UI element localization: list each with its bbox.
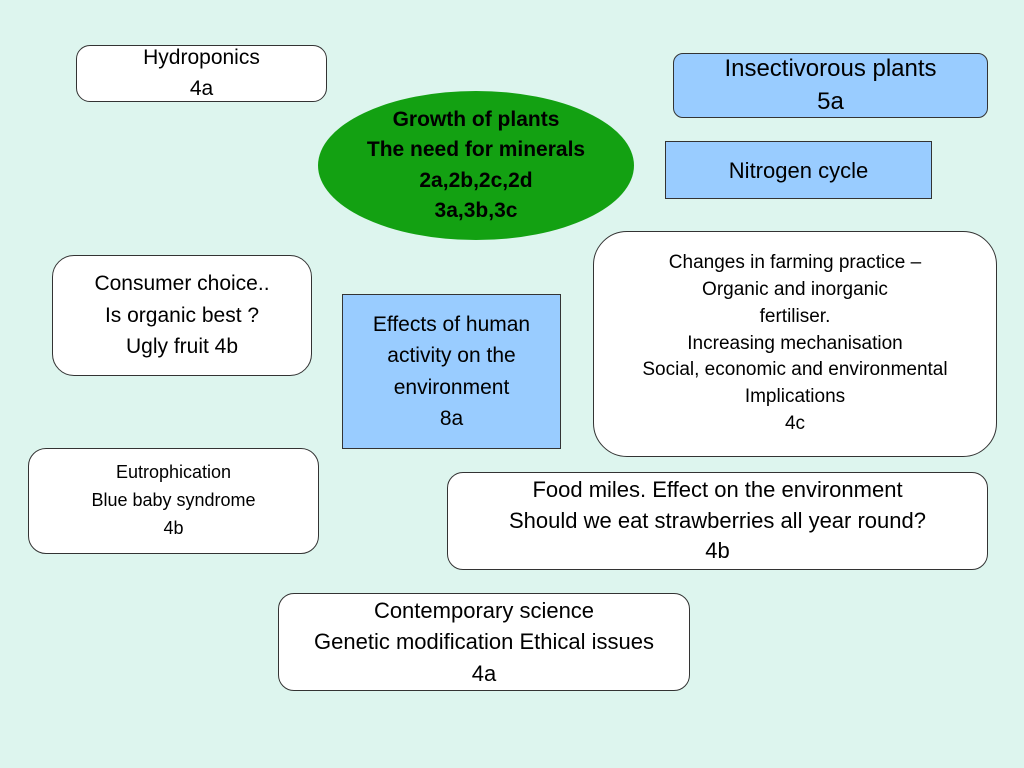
node-farming-line-2: Organic and inorganic: [702, 278, 888, 300]
central-node-line-3: 2a,2b,2c,2d: [419, 168, 533, 192]
node-insectivorous-line-2: 5a: [817, 87, 844, 115]
node-effects-line-2: activity on the: [387, 344, 516, 368]
node-farming-line-1: Changes in farming practice –: [668, 251, 922, 273]
node-effects-line-1: Effects of human: [372, 313, 531, 337]
node-nitrogen-cycle: Nitrogen cycle: [665, 141, 932, 199]
central-node-growth-of-plants: Growth of plants The need for minerals 2…: [318, 91, 634, 240]
central-node-line-1: Growth of plants: [392, 107, 560, 131]
node-insectivorous-plants: Insectivorous plants 5a: [673, 53, 988, 118]
node-farming-line-4: Increasing mechanisation: [687, 332, 903, 354]
node-contemporary-line-1: Contemporary science: [373, 598, 595, 624]
node-farming-line-7: 4c: [784, 413, 806, 435]
node-eutrophication-line-3: 4b: [163, 517, 184, 538]
node-food-miles: Food miles. Effect on the environment Sh…: [447, 472, 988, 570]
node-effects-line-4: 8a: [439, 406, 464, 430]
central-node-line-2: The need for minerals: [366, 138, 586, 162]
node-contemporary-line-2: Genetic modification Ethical issues: [314, 629, 654, 655]
central-node-line-4: 3a,3b,3c: [434, 198, 518, 222]
node-hydroponics-line-1: Hydroponics: [143, 46, 260, 70]
node-consumer-line-3: Ugly fruit 4b: [125, 335, 239, 359]
node-eutrophication: Eutrophication Blue baby syndrome 4b: [28, 448, 319, 554]
node-contemporary-science: Contemporary science Genetic modificatio…: [278, 593, 690, 691]
node-consumer-line-2: Is organic best ?: [104, 303, 260, 327]
node-eutrophication-line-2: Blue baby syndrome: [91, 490, 256, 511]
node-hydroponics: Hydroponics 4a: [76, 45, 327, 102]
node-farming-line-3: fertiliser.: [759, 305, 831, 327]
node-contemporary-line-3: 4a: [471, 660, 497, 686]
node-insectivorous-line-1: Insectivorous plants: [724, 55, 937, 83]
node-food-miles-line-3: 4b: [705, 538, 730, 564]
node-eutrophication-line-1: Eutrophication: [115, 462, 232, 483]
node-nitrogen-line-1: Nitrogen cycle: [728, 157, 869, 183]
node-effects-of-human-activity: Effects of human activity on the environ…: [342, 294, 561, 449]
node-consumer-choice: Consumer choice.. Is organic best ? Ugly…: [52, 255, 312, 376]
node-farming-line-5: Social, economic and environmental: [642, 359, 948, 381]
node-farming-line-6: Implications: [744, 386, 846, 408]
node-effects-line-3: environment: [393, 375, 510, 399]
node-food-miles-line-1: Food miles. Effect on the environment: [532, 477, 903, 503]
node-hydroponics-line-2: 4a: [189, 76, 214, 100]
node-farming-practice: Changes in farming practice – Organic an…: [593, 231, 997, 457]
node-food-miles-line-2: Should we eat strawberries all year roun…: [508, 507, 926, 533]
node-consumer-line-1: Consumer choice..: [94, 272, 270, 296]
